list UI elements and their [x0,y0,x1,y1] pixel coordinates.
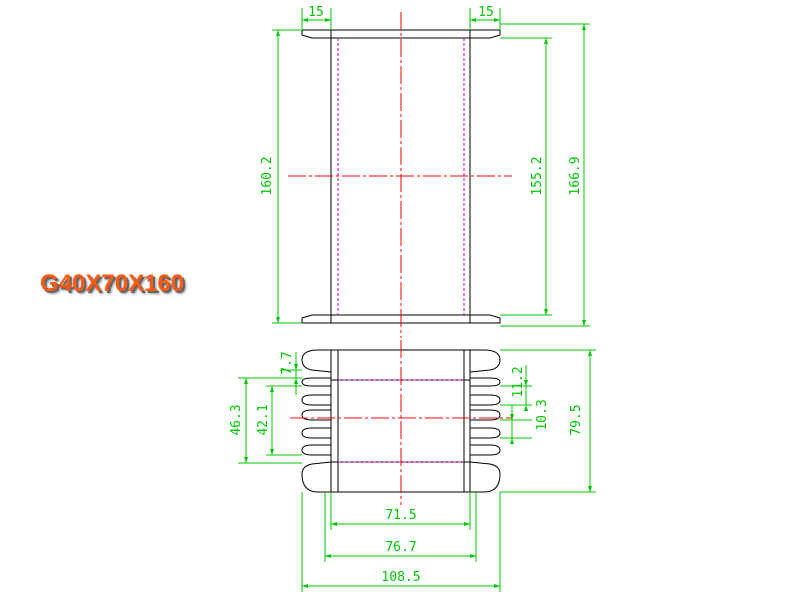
dim-height-inner: 155.2 [530,156,545,195]
top-centerlines [288,12,512,338]
bottom-dimension-arrows [244,350,592,588]
dim-flange-right: 15 [478,5,494,20]
dim-width-mid: 76.7 [385,540,416,555]
dim-width-total: 108.5 [381,570,420,585]
dim-span-outer-left: 46.3 [229,404,244,435]
dim-span-inner-left: 42.1 [256,404,271,435]
bottom-flange [301,314,501,324]
dim-height-total: 166.9 [568,156,583,195]
dim-pin-gap: 7.7 [280,351,295,374]
dim-pitch-upper: 11.2 [511,366,526,397]
dim-height-bottom: 79.5 [569,404,584,435]
top-dimension-lines [272,8,590,327]
dim-flange-left: 15 [308,5,324,20]
dim-width-inner: 71.5 [385,508,416,523]
product-title: G40X70X160 [40,270,185,297]
dim-height-left: 160.2 [260,156,275,195]
bottom-dimension-lines [238,349,596,592]
left-flange-outline [301,349,332,493]
dim-pitch-lower: 10.3 [535,399,550,430]
top-dimension-arrows [276,18,586,326]
right-flange-outline [469,349,501,493]
top-hidden-lines [337,38,465,315]
bottom-centerlines [290,340,512,505]
